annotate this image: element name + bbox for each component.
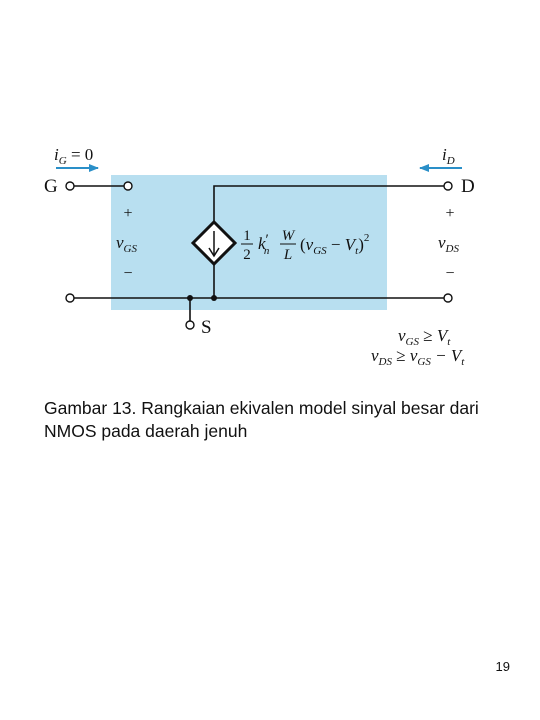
- junction-dot: [211, 295, 217, 301]
- source-terminal-label: S: [201, 317, 212, 338]
- source-terminal: [185, 320, 195, 330]
- gate-input-node: [123, 181, 133, 191]
- drain-current-label: iD: [442, 145, 455, 167]
- drain-terminal: [443, 181, 453, 191]
- drain-terminal-label: D: [461, 176, 475, 197]
- vgs-minus-sign: −: [123, 265, 132, 282]
- fraction-numerator: 1: [243, 228, 251, 244]
- gate-terminal-label: G: [44, 176, 58, 197]
- figure-caption: Gambar 13. Rangkaian ekivalen model siny…: [44, 398, 479, 441]
- equivalent-circuit-diagram: iG = 0 iD G D S 1 2 k′n W L (vGS − Vt)2 …: [44, 145, 475, 368]
- right-bottom-terminal: [443, 293, 453, 303]
- process-transconductance: k′n: [258, 232, 270, 257]
- current-direction-arrowhead: [208, 247, 220, 258]
- drain-wire: [213, 185, 444, 222]
- vds-minus-sign: −: [445, 265, 454, 282]
- junction-dot: [187, 295, 193, 301]
- gate-current-label: iG = 0: [54, 145, 93, 167]
- shaded-region: [111, 175, 387, 310]
- width-symbol: W: [282, 228, 296, 244]
- saturation-condition-1: vGS ≥ Vt: [398, 326, 451, 348]
- vds-plus-sign: +: [445, 205, 454, 222]
- length-symbol: L: [283, 247, 292, 263]
- gate-terminal: [65, 181, 75, 191]
- page-number: 19: [495, 659, 510, 674]
- vds-label: vDS: [438, 233, 459, 255]
- vgs-plus-sign: +: [123, 205, 132, 222]
- saturation-condition-2: vDS ≥ vGS − Vt: [371, 346, 465, 368]
- overdrive-expression: (vGS − Vt)2: [300, 232, 369, 257]
- left-bottom-terminal: [65, 293, 75, 303]
- vgs-label: vGS: [116, 233, 137, 255]
- fraction-denominator: 2: [243, 247, 251, 263]
